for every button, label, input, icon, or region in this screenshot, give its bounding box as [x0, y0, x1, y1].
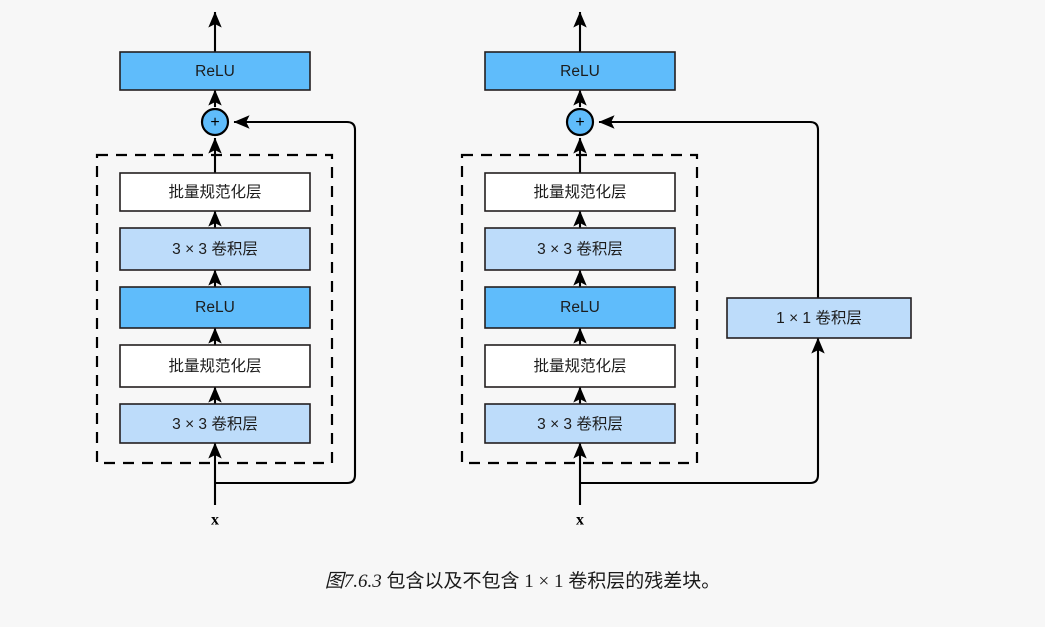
layer-box-batchnorm-top-right[interactable] [484, 172, 676, 212]
skip-layer-label-conv1x1: 1 × 1 卷积层 [776, 309, 862, 327]
output-relu-label-right: ReLU [560, 63, 600, 80]
skip-connection-identity-left [215, 115, 357, 485]
layer-box-relu-inner-left[interactable] [119, 286, 311, 329]
layer-box-conv3x3-bottom-left[interactable] [119, 403, 311, 444]
layer-box-conv3x3-bottom-right[interactable] [484, 403, 676, 444]
skip-connection-upper-leg-right [598, 115, 820, 298]
layer-box-conv3x3-top-right[interactable] [484, 227, 676, 271]
layer-box-batchnorm-bottom-right[interactable] [484, 344, 676, 388]
block-right: 3 × 3 卷积层 批量规范化层 ReLU 3 × 3 卷积层 批量规范化层 1… [460, 11, 912, 529]
layer-box-relu-inner-right[interactable] [484, 286, 676, 329]
output-relu-box-right[interactable] [484, 51, 676, 91]
skip-layer-box-conv1x1[interactable] [726, 297, 912, 339]
figure-caption-text: 包含以及不包含 1 × 1 卷积层的残差块。 [381, 571, 721, 592]
layer-label-batchnorm-top-left: 批量规范化层 [168, 183, 261, 201]
input-label-left: x [211, 512, 219, 529]
input-label-right: x [576, 512, 584, 529]
layer-label-conv3x3-top-right: 3 × 3 卷积层 [537, 240, 623, 258]
adder-plus-label-left: + [210, 114, 219, 131]
adder-node-right[interactable] [565, 107, 595, 137]
skip-connection-lower-leg-right [580, 337, 825, 485]
layer-label-relu-inner-left: ReLU [195, 299, 235, 316]
figure-caption: 图7.6.3 包含以及不包含 1 × 1 卷积层的残差块。 [0, 566, 1045, 593]
layer-box-conv3x3-top-left[interactable] [119, 227, 311, 271]
layer-label-batchnorm-bottom-right: 批量规范化层 [533, 357, 626, 375]
layer-label-conv3x3-top-left: 3 × 3 卷积层 [172, 240, 258, 258]
adder-node-left[interactable] [200, 107, 230, 137]
adder-plus-label-right: + [575, 114, 584, 131]
layer-box-batchnorm-top-left[interactable] [119, 172, 311, 212]
figure-caption-number: 图7.6.3 [324, 571, 382, 592]
layer-label-batchnorm-bottom-left: 批量规范化层 [168, 357, 261, 375]
layer-label-relu-inner-right: ReLU [560, 299, 600, 316]
layer-label-conv3x3-bottom-left: 3 × 3 卷积层 [172, 415, 258, 433]
block-left: 3 × 3 卷积层 批量规范化层 ReLU 3 × 3 卷积层 批量规范化层 +… [95, 11, 357, 529]
output-relu-box-left[interactable] [119, 51, 311, 91]
layer-label-batchnorm-top-right: 批量规范化层 [533, 183, 626, 201]
layer-label-conv3x3-bottom-right: 3 × 3 卷积层 [537, 415, 623, 433]
output-relu-label-left: ReLU [195, 63, 235, 80]
layer-box-batchnorm-bottom-left[interactable] [119, 344, 311, 388]
